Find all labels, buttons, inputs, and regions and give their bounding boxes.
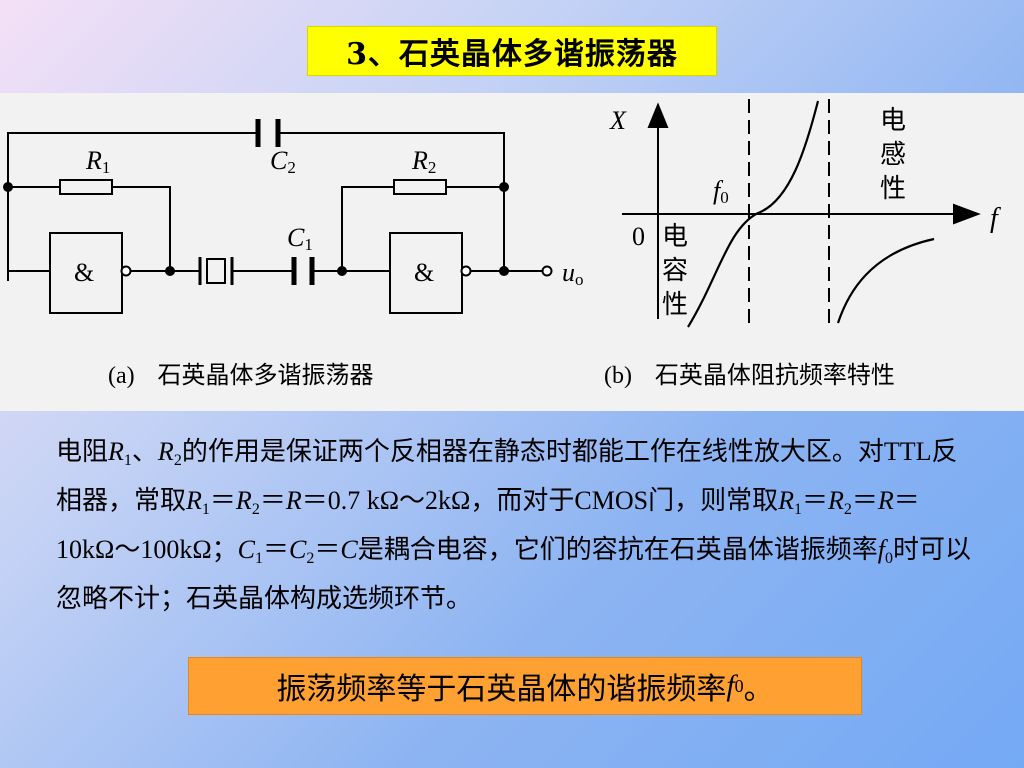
wire-left-input [7,187,50,272]
output-terminal [541,265,553,277]
label-output: uo [562,258,584,289]
para-text: 的作用是保证两个反相器在静态时都能工作在线性放大区。对 [181,437,884,467]
explanation-paragraph: 电阻R1、R2的作用是保证两个反相器在静态时都能工作在线性放大区。对TTL反相器… [56,432,976,619]
sub: 1 [123,452,132,469]
para-text: ＝ [801,486,828,516]
resistor-r1 [59,179,113,195]
capacitive-char-3: 性 [662,290,688,320]
sym-c: C [237,535,255,564]
para-text: 、 [131,437,158,467]
crystal-body [206,258,226,284]
sym-r: R [186,486,202,515]
sym-f: f [877,535,885,564]
sym-r: R [157,437,174,466]
gate1-output-bubble [120,265,132,277]
caption-b-text: 石英晶体阻抗频率特性 [654,361,895,389]
para-text: 门，则常取 [648,486,779,516]
graph-x-label: f [990,203,1001,234]
caption-a: (a) 石英晶体多谐振荡器 [108,355,374,390]
graph-f0-label: f0 [713,176,729,207]
caption-b-tag: (b) [604,363,632,389]
junction-dot [337,266,347,276]
caption-a-tag: (a) [108,363,135,389]
sym-r: R [108,437,124,466]
sym-r: R [235,486,252,515]
junction-dot [165,266,175,276]
junction-dot [3,182,13,192]
label-c2: C2 [270,146,296,177]
para-text: ＝ [263,535,290,565]
figure-svg: R1 C2 R2 C1 & & uo X f 0 f0 电 感 性 电 容 [3,99,1001,328]
wire-r1-loop [8,186,171,271]
capacitive-char-2: 容 [662,256,688,286]
para-text: 电阻 [56,437,109,467]
resistor-r2 [393,179,447,195]
circuit-diagram [7,119,553,314]
conclusion-sub: 0 [734,675,744,696]
conclusion-end: 。 [743,672,774,707]
junction-dot [499,182,509,192]
gate2-symbol: & [414,258,434,287]
capacitive-char-1: 电 [662,222,688,252]
para-text: ＝10kΩ～100kΩ； [56,486,920,564]
para-text: 时可以忽略不计；石英晶体构成选频环节。 [56,535,971,614]
gate1-symbol: & [74,258,94,287]
sym-r: R [828,486,844,515]
x-axis-arrow [953,203,981,225]
sub: 2 [173,452,182,469]
sub: 1 [255,550,263,567]
sub: 1 [793,501,802,518]
para-cmos: CMOS [574,486,649,515]
sub: 2 [306,550,315,567]
sub: 1 [201,501,210,518]
caption-b: (b) 石英晶体阻抗频率特性 [604,355,895,390]
para-text: ＝ [851,486,878,516]
inductive-char-2: 感 [880,140,906,170]
junction-dot [499,266,509,276]
para-text: ＝ [209,486,236,516]
sym-r: R [877,486,894,515]
sub: 0 [884,550,893,567]
label-r1: R1 [85,146,110,177]
para-ttl: TTL [883,437,932,466]
sym-r: R [778,486,794,515]
para-text: ＝ [259,486,286,516]
figure-panel: R1 C2 R2 C1 & & uo X f 0 f0 电 感 性 电 容 [0,93,1024,411]
sym-c: C [289,535,307,564]
para-text: 是耦合电容，它们的容抗在石英晶体谐振频率 [357,535,878,565]
label-c1: C1 [287,223,313,254]
inductive-char-1: 电 [880,106,906,136]
para-text: ＝ [314,535,341,565]
sub: 2 [251,501,260,518]
reactance-graph [622,99,981,328]
slide-title: 3、石英晶体多谐振荡器 [307,26,717,76]
graph-y-label: X [609,106,627,135]
para-text: 反相器，常取 [56,437,958,516]
sub: 2 [843,501,852,518]
curve-left-branch [687,100,820,328]
capacitive-label: 电 容 性 [662,222,688,320]
gate2-output-bubble [460,265,472,277]
sym-r: R [285,486,302,515]
curve-right-branch [836,237,935,324]
graph-origin-label: 0 [632,222,645,251]
caption-a-text: 石英晶体多谐振荡器 [157,361,374,389]
y-axis-arrow [647,102,669,128]
para-text: ＝0.7 kΩ～2kΩ，而对于 [301,486,575,515]
inductive-char-3: 性 [880,174,906,204]
sym-c: C [340,535,358,564]
conclusion-sym: f [726,669,735,702]
inductive-label: 电 感 性 [880,106,906,204]
conclusion-text: 振荡频率等于石英晶体的谐振频率 [276,672,727,707]
label-r2: R2 [411,146,436,177]
circuit-junctions [3,182,509,276]
